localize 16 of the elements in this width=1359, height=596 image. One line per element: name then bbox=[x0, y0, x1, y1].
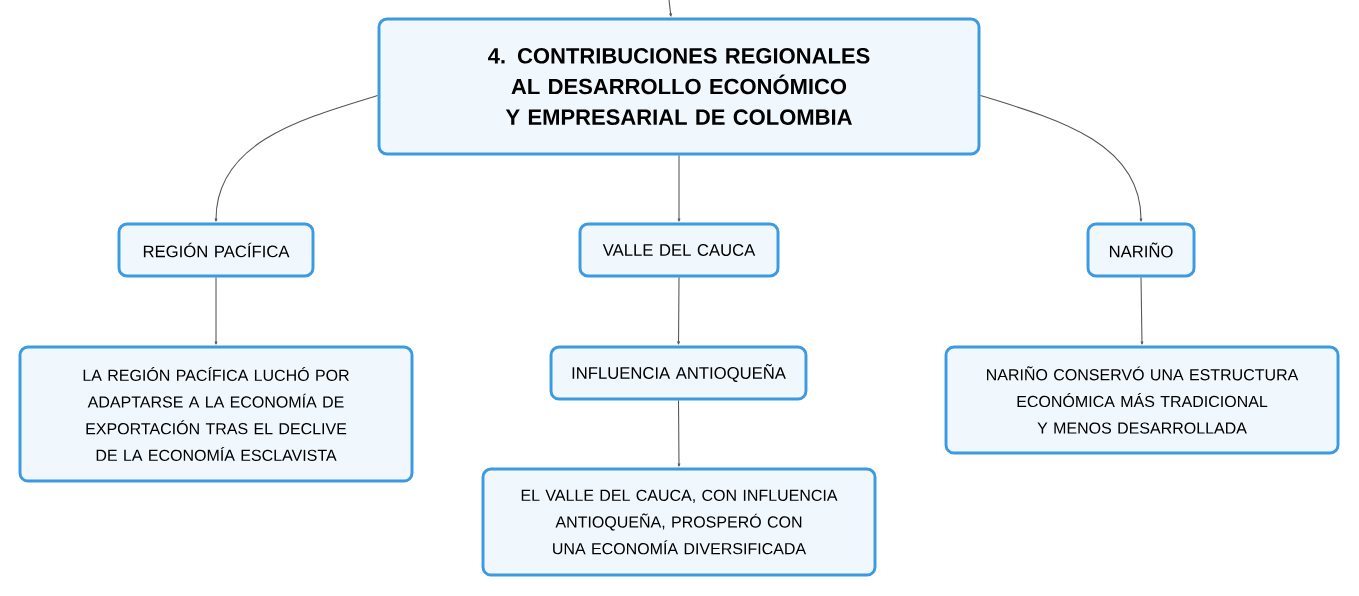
topic-box: INFLUENCIA ANTIOQUEÑA bbox=[549, 345, 808, 401]
arrow bbox=[214, 276, 218, 345]
arrow bbox=[677, 276, 680, 345]
arrow bbox=[1140, 276, 1144, 345]
topic-box: NARIÑO bbox=[1086, 222, 1196, 278]
arrow bbox=[668, 0, 673, 17]
title-box: 4. CONTRIBUCIONES REGIONALES AL DESARROLLO ECONÓMICO Y EMPRESARIAL DE COLOMBIA bbox=[377, 17, 981, 156]
description-box: EL VALLE DEL CAUCA, CON INFLUENCIA ANTIOQUEÑA, PROSPERÓ CON UNA ECONOMÍA DIVERSIFICADA bbox=[481, 467, 877, 577]
topic-box: VALLE DEL CAUCA bbox=[578, 222, 780, 278]
arrow bbox=[677, 399, 681, 467]
arrow bbox=[979, 94, 1143, 222]
description-box: NARIÑO CONSERVÓ UNA ESTRUCTURA ECONÓMICA MÁS TRADICIONAL Y MENOS DESARROLLADA bbox=[944, 345, 1340, 455]
topic-box: REGIÓN PACÍFICA bbox=[117, 222, 315, 278]
arrow bbox=[214, 94, 379, 222]
arrow bbox=[677, 154, 681, 222]
description-box: LA REGIÓN PACÍFICA LUCHÓ POR ADAPTARSE A LA ECONOMÍA DE EXPORTACIÓN TRAS EL DECLIVE DE LA ECONOMÍA ESCLAVISTA bbox=[18, 345, 414, 483]
